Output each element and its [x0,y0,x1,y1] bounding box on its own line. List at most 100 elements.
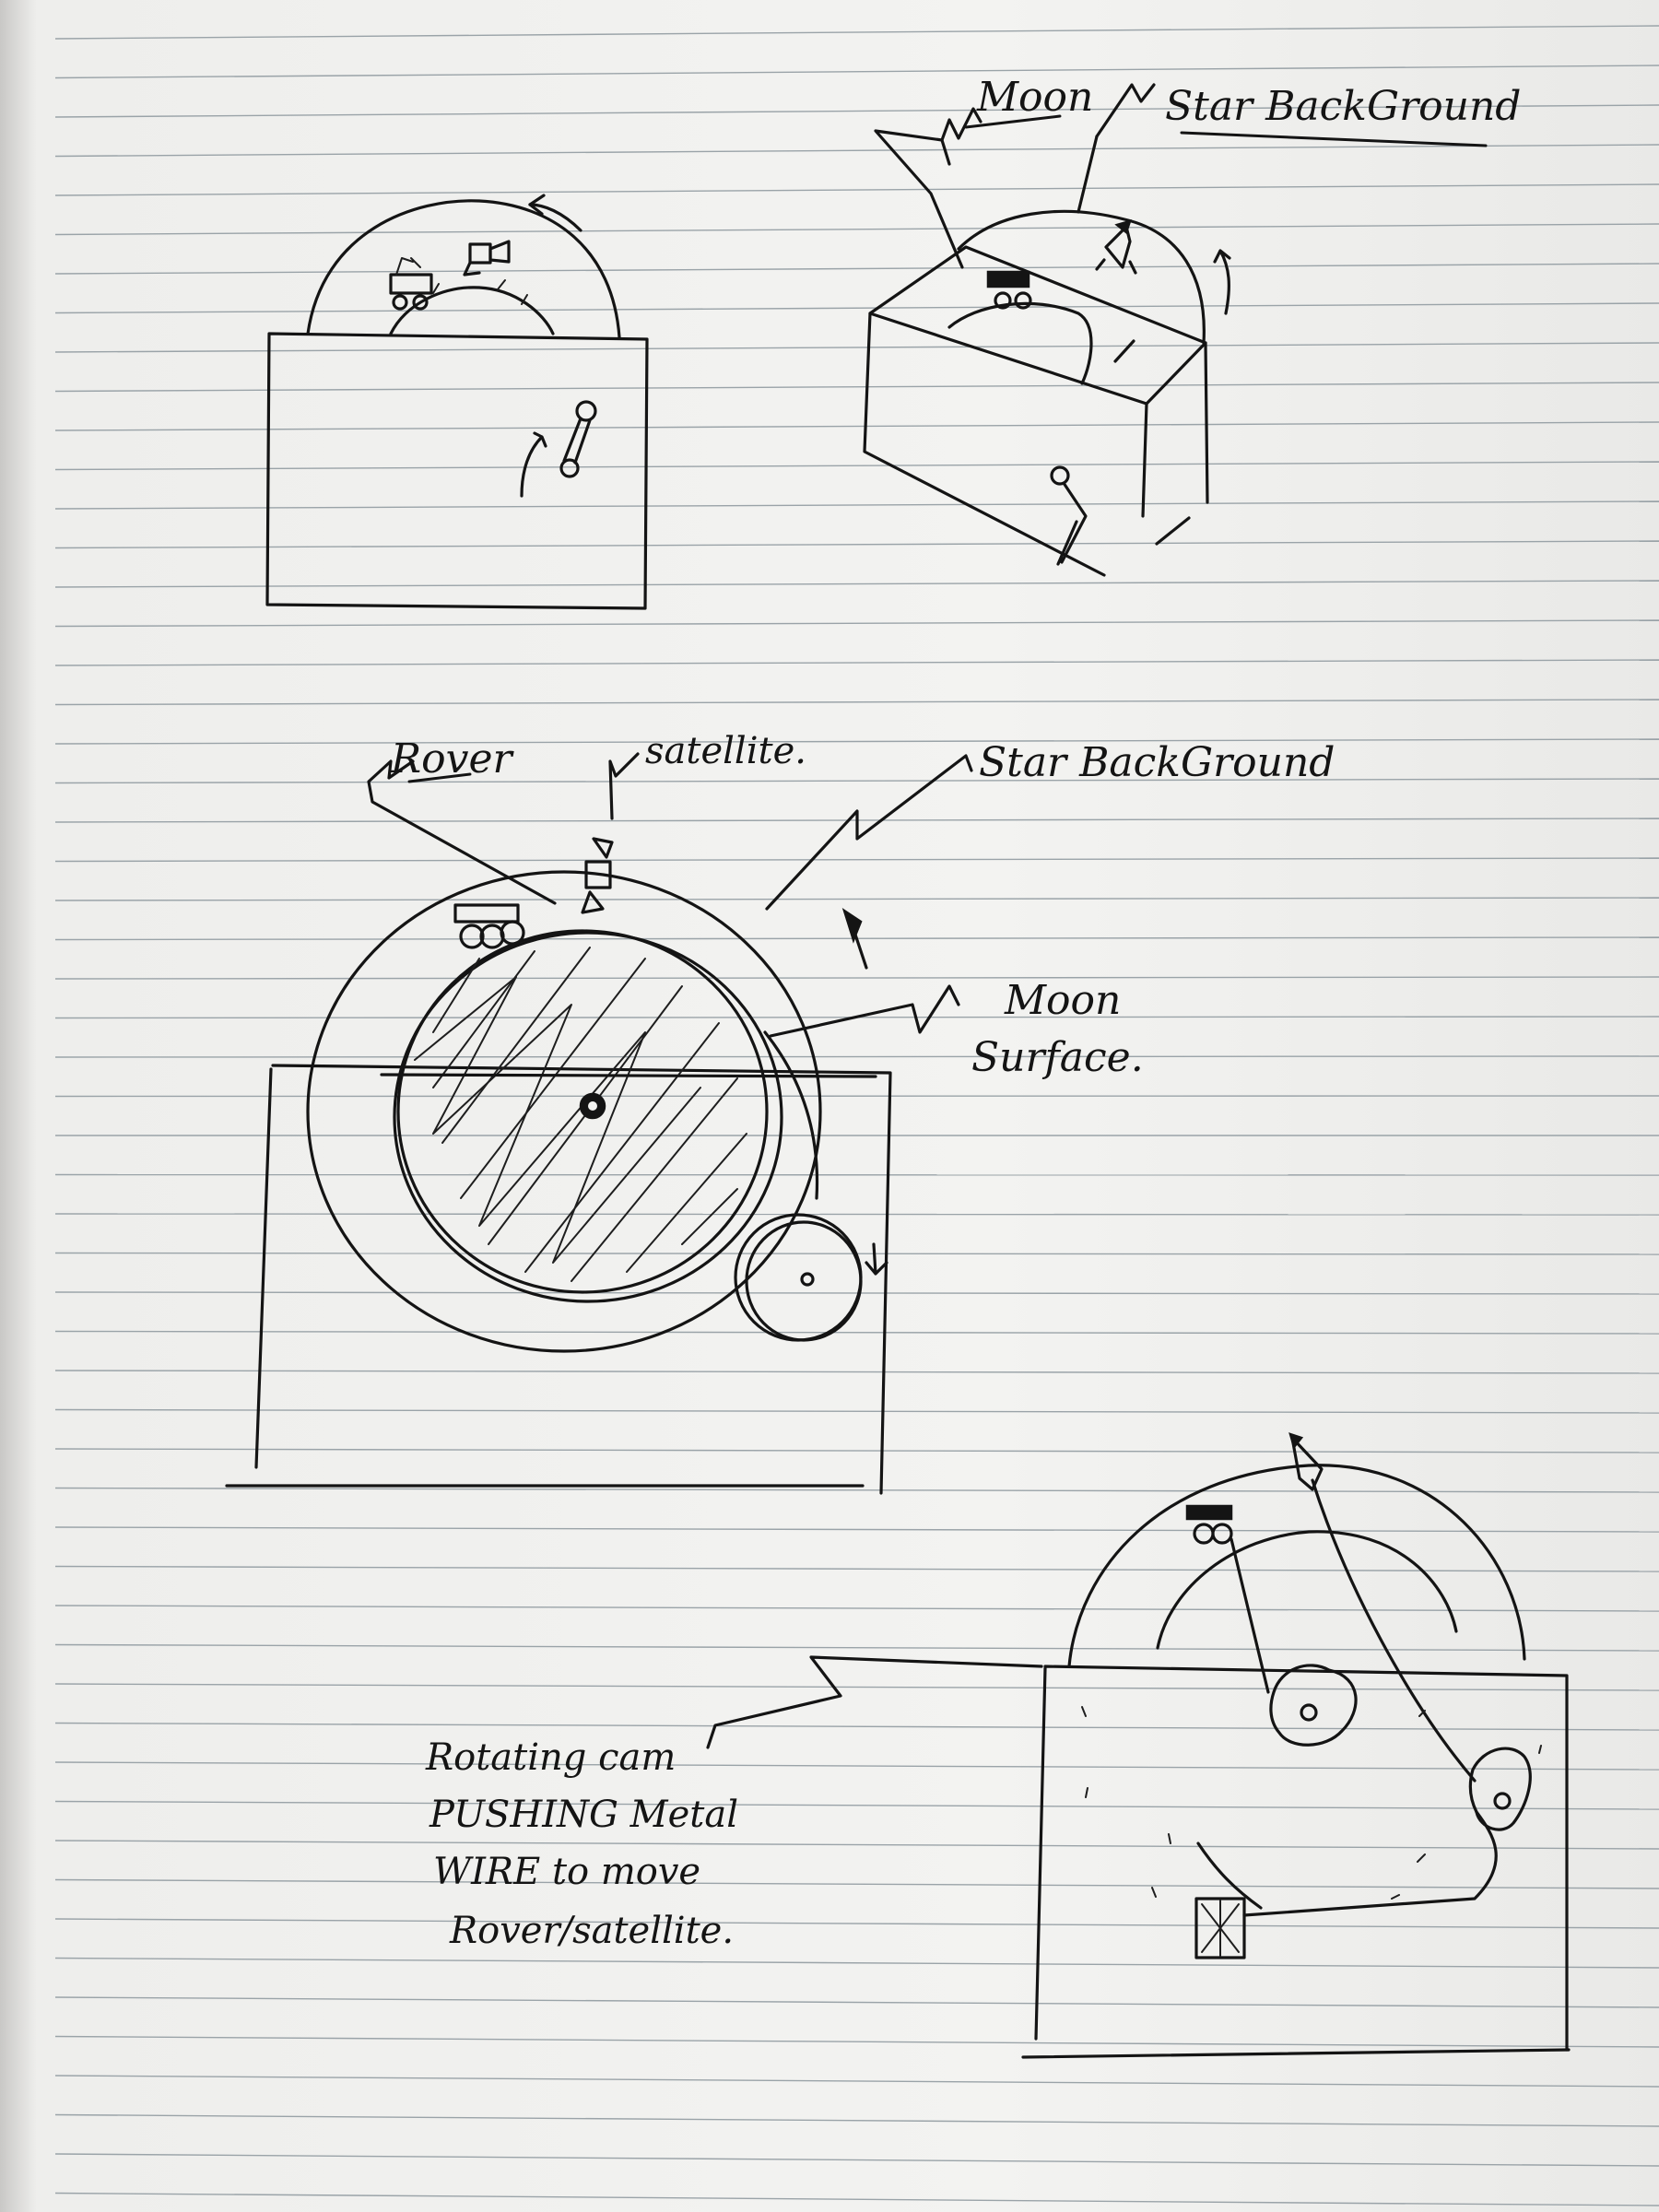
rule-line [54,1683,1659,1691]
rule-line [54,1213,1659,1216]
sketch-moon-wheel [225,752,973,1495]
rule-line [54,897,1659,901]
sketch-perspective-view [863,83,1231,577]
wire-rover [1230,1537,1270,1694]
rover-icon-perspective [986,270,1032,310]
box-front-edge [1141,402,1148,518]
rule-line [54,2153,1659,2167]
rule-line [54,25,1659,40]
rule-line [54,976,1659,980]
rule-line [54,580,1659,588]
rule-line [54,1957,1659,1969]
rotation-arrow-perspective [1213,249,1231,315]
rule-line [54,421,1659,431]
crank-perspective [1050,465,1088,566]
moon-texture [432,279,528,305]
cam-2 [1468,1747,1532,1831]
rule-line [54,2035,1659,2048]
rule-line [54,1840,1659,1850]
cam-note-leader [706,1655,1043,1749]
moon-surface-leader [769,984,960,1038]
rule-line [54,540,1659,549]
dome-arc [306,199,621,339]
satellite-icon [463,240,511,276]
rule-line [54,104,1659,118]
rule-line [54,1722,1659,1731]
rule-line [54,778,1659,784]
rule-line [54,1605,1659,1612]
cam-1 [1269,1664,1358,1747]
rule-line [54,1918,1659,1929]
rule-line [54,619,1659,628]
rule-line [54,1565,1659,1572]
rule-line [54,223,1659,236]
crank-handle [559,400,597,478]
star-leader-top [1095,83,1156,138]
rule-line [54,1487,1659,1493]
label-star-background-top: Star BackGround [1165,83,1521,130]
rule-line [54,1330,1659,1335]
rule-line [54,2075,1659,2088]
box-base-line-cam [1021,2048,1571,2059]
drive-wheel-arrow [865,1242,888,1276]
rule-line [54,1370,1659,1374]
cam-note-line-3: WIRE to move [433,1851,700,1893]
motor-box [1194,1897,1246,1959]
rule-line [54,1291,1659,1295]
moon-hatching [414,947,747,1282]
satellite-icon-large [581,837,614,914]
moon-surface-disc [393,931,783,1303]
rule-line [54,1878,1659,1889]
outer-dome-cam [1067,1464,1526,1668]
rocket-icon-cam [1290,1436,1324,1491]
label-rover: Rover [390,735,515,782]
sketch-cam-mechanism [706,1432,1571,2059]
rule-line [54,1761,1659,1771]
rover-icon-cam [1185,1504,1233,1545]
label-star-background-mid: Star BackGround [979,739,1335,786]
drive-wheel [734,1213,863,1342]
star-background-disc [306,870,822,1353]
cam-note: Rotating cam PUSHING Metal WIRE to move … [425,1736,738,1952]
box-front-left [863,312,1106,577]
satellite-leader [608,752,640,820]
cam-note-line-4: Rover/satellite. [449,1910,734,1952]
rule-line [54,144,1659,158]
rover-leader [367,759,557,905]
rule-line [54,2192,1659,2206]
label-moon-surface-1: Moon [1004,977,1121,1024]
box-top-edge [380,1073,877,1078]
rocket-icon-large [841,907,863,944]
box-outline [265,332,649,610]
box-outline-large [254,1064,892,1495]
rule-line [54,302,1659,314]
rule-line [54,1996,1659,2008]
moon-curve [947,301,1093,385]
rule-line [54,1055,1659,1058]
rotation-arrow [528,203,582,232]
rule-line [54,738,1659,745]
rule-line [54,1643,1659,1652]
cam-note-line-2: PUSHING Metal [429,1794,738,1836]
moon-leader [874,129,964,269]
crank-arrow [520,431,547,498]
star-leader-mid [765,754,973,911]
rocket-icon [1095,225,1137,275]
box-outline-cam [1034,1665,1569,2052]
rule-line [54,1800,1659,1810]
box-bottom-stroke [1155,516,1191,546]
box-top [868,245,1207,406]
label-moon: Moon [976,74,1093,121]
rule-line [54,382,1659,393]
dome-arc-perspective [957,209,1206,345]
wire-base [1242,1810,1498,1917]
rule-line [54,699,1659,706]
rule-line [54,500,1659,510]
texture-marks [1081,1706,1542,1900]
rule-line [54,1408,1659,1414]
wire-satellite [1311,1478,1477,1783]
rule-line [54,65,1659,79]
